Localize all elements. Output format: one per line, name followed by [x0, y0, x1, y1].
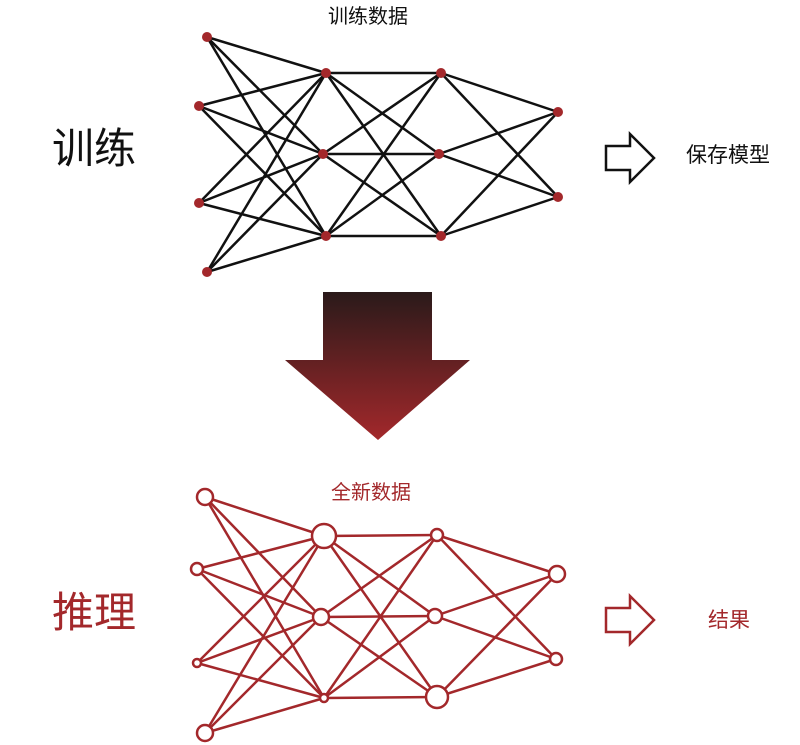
inference-node-layer2-1 [310, 522, 338, 550]
inference-connection [436, 657, 557, 699]
inference-node-layer2-2 [311, 607, 331, 627]
inference-connection [320, 533, 438, 619]
training-data-label: 训练数据 [328, 4, 408, 28]
inference-node-layer1-4 [195, 723, 215, 743]
training-connection [440, 71, 559, 114]
inference-connection [323, 614, 436, 700]
training-node-layer3-3 [436, 231, 446, 241]
training-connection [206, 36, 324, 155]
inference-connection [323, 533, 438, 538]
inference-output-arrow-icon [604, 592, 656, 648]
training-output-arrow-icon [604, 130, 656, 186]
inference-connection [196, 567, 322, 619]
training-network [194, 32, 563, 277]
inference-connection [322, 534, 439, 699]
down-arrow-icon [285, 292, 470, 440]
training-connection [440, 72, 559, 198]
result-label: 结果 [708, 608, 750, 632]
inference-node-layer3-1 [429, 527, 445, 543]
training-node-layer3-1 [436, 68, 446, 78]
training-connection [205, 72, 328, 273]
inference-node-layer4-2 [548, 651, 564, 667]
save-model-label: 保存模型 [686, 143, 770, 167]
training-node-layer4-1 [553, 107, 563, 117]
inference-connection [436, 573, 558, 698]
inference-network [189, 487, 567, 743]
inference-connection [203, 496, 326, 699]
inference-connection [196, 661, 325, 700]
inference-node-layer3-3 [424, 684, 450, 710]
training-connection [198, 72, 327, 204]
section-title-inference: 推理 [52, 588, 137, 637]
inference-connection [196, 615, 322, 665]
training-node-layer1-4 [202, 267, 212, 277]
training-connection [198, 71, 327, 108]
training-connection [438, 110, 559, 156]
inference-connection [196, 535, 325, 664]
training-connection [205, 36, 328, 237]
inference-connection [203, 535, 326, 734]
inference-node-layer4-1 [547, 564, 567, 584]
inference-connection [204, 696, 325, 735]
training-connection [322, 71, 442, 156]
inference-connection [196, 534, 325, 571]
inference-node-layer1-1 [195, 487, 215, 507]
training-connection [206, 153, 324, 273]
training-node-layer1-2 [194, 101, 204, 111]
training-connection [325, 152, 440, 238]
training-connection [206, 35, 327, 75]
inference-node-layer1-3 [191, 657, 203, 669]
inference-connection [323, 695, 438, 700]
new-data-label: 全新数据 [331, 480, 411, 504]
inference-connection [436, 534, 557, 660]
training-connection [440, 195, 559, 238]
training-node-layer1-3 [194, 198, 204, 208]
inference-connection [196, 568, 325, 699]
inference-connection [436, 533, 558, 576]
training-connection [440, 111, 559, 237]
training-node-layer2-1 [321, 68, 331, 78]
inference-connection [320, 614, 436, 619]
inference-connection [204, 616, 322, 734]
training-node-layer1-1 [202, 32, 212, 42]
training-connection [206, 234, 327, 274]
inference-connection [204, 496, 322, 618]
training-connection [198, 201, 327, 238]
training-node-layer2-3 [321, 231, 331, 241]
training-node-layer3-2 [434, 149, 444, 159]
training-connection [198, 104, 324, 156]
inference-node-layer1-2 [189, 561, 205, 577]
inference-connection [204, 495, 325, 538]
training-connection [198, 105, 327, 237]
training-connection [324, 72, 443, 237]
training-node-layer2-2 [318, 149, 328, 159]
inference-node-layer3-2 [426, 607, 444, 625]
training-node-layer4-2 [553, 192, 563, 202]
training-connection [198, 152, 324, 205]
section-title-training: 训练 [52, 124, 137, 173]
inference-node-layer2-3 [318, 692, 330, 704]
inference-connection [434, 572, 558, 618]
